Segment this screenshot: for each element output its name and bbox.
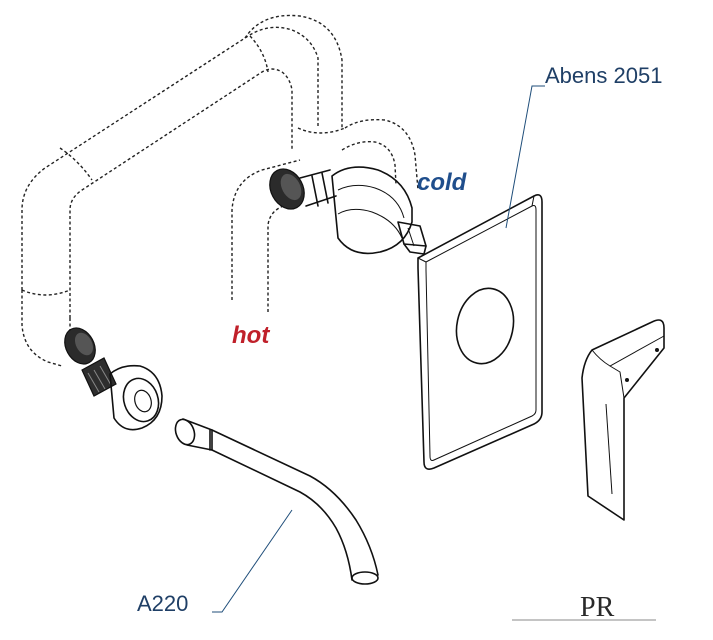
concealed-pipework	[21, 14, 419, 367]
label-model-main: Abens 2051	[545, 63, 662, 88]
mixer-valve-body	[269, 166, 427, 255]
logo-text: PR	[580, 592, 615, 623]
spout-wall-fitting	[64, 327, 163, 431]
cover-plate	[417, 194, 543, 470]
lever-handle	[581, 319, 665, 521]
spout-a220	[174, 418, 379, 585]
label-hot: hot	[232, 322, 270, 349]
leader-line-abens	[505, 85, 545, 229]
label-model-spout: A220	[137, 591, 188, 616]
leader-line-a220	[212, 509, 293, 613]
brand-logo: PR	[512, 592, 656, 623]
label-cold: cold	[417, 169, 468, 196]
